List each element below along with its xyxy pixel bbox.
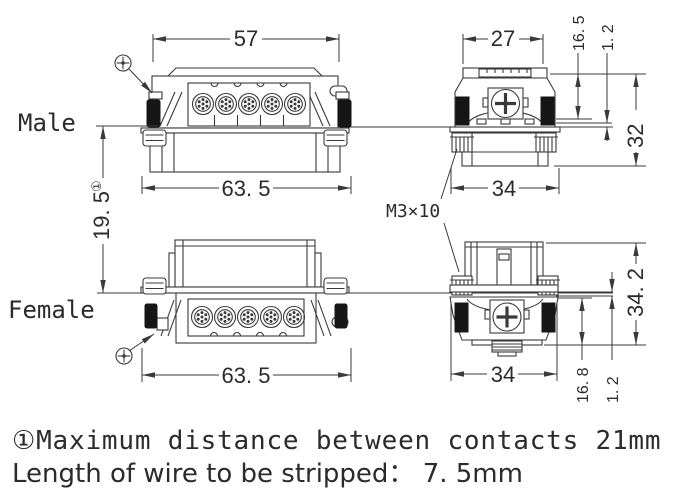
dim-label-34-female: 34 — [491, 362, 515, 387]
mounting-flange — [140, 286, 350, 294]
female-front-view — [140, 239, 350, 344]
female-contact — [190, 305, 214, 329]
male-contact — [237, 92, 261, 116]
dim-label-34-male: 34 — [492, 176, 516, 201]
dim-label-34-2: 34. 2 — [623, 268, 648, 317]
notes: ①Maximum distance between contacts 21mm … — [12, 426, 661, 489]
fixing-screw — [142, 129, 167, 147]
male-contact — [283, 92, 307, 116]
fixing-screw — [142, 277, 167, 295]
seal-block-right — [337, 99, 352, 128]
ground-symbol-female — [115, 333, 155, 365]
note-strip-length: Length of wire to be stripped： 7. 5mm — [12, 459, 523, 489]
panel-screw — [533, 132, 559, 153]
dim-label-27: 27 — [491, 26, 515, 51]
dim-label-16-5: 16. 5 — [571, 15, 588, 51]
dim-label-63-5-female: 63. 5 — [222, 363, 271, 388]
dim-63-5-male: 63. 5 — [141, 176, 352, 201]
female-view-label: Female — [8, 296, 95, 324]
panel-screw — [449, 132, 475, 153]
male-front-view — [140, 67, 352, 173]
dim-57: 57 — [152, 26, 340, 62]
seal-block-right — [540, 96, 555, 126]
dim-label-16-8: 16. 8 — [575, 367, 592, 403]
male-contact — [260, 92, 284, 116]
male-view-label: Male — [18, 109, 76, 137]
dim-1-2-male: 1. 2 — [600, 24, 617, 141]
seal-block-left — [146, 99, 161, 128]
dim-label-19-5: 19. 5 — [89, 191, 114, 240]
dim-19-5: 19. 5 ① — [86, 125, 158, 293]
thread-callout-label: M3×10 — [386, 201, 440, 222]
dim-34-2: 34. 2 — [623, 243, 648, 345]
note-max-distance: ①Maximum distance between contacts 21mm — [12, 426, 661, 456]
seal-block-right — [541, 302, 556, 333]
dim-label-1-2-female: 1. 2 — [605, 376, 622, 403]
seal-block-left — [455, 96, 470, 126]
dim-note-ref-1: ① — [89, 180, 104, 192]
dim-16-5: 16. 5 — [571, 15, 588, 119]
seal-block-left — [454, 302, 469, 333]
mounting-flange — [449, 284, 559, 293]
dim-63-5-female: 63. 5 — [141, 348, 352, 388]
dim-1-2-female: 1. 2 — [605, 272, 622, 403]
female-contact — [259, 305, 283, 329]
mounting-flange — [449, 126, 561, 133]
female-contact — [282, 305, 306, 329]
dim-label-32: 32 — [623, 124, 648, 148]
dim-label-63-5-male: 63. 5 — [222, 176, 271, 201]
female-contact — [236, 305, 260, 329]
dim-27: 27 — [462, 26, 544, 64]
female-contact — [213, 305, 237, 329]
dim-label-1-2-male: 1. 2 — [600, 24, 617, 51]
female-side-view — [449, 241, 561, 357]
seal-block-right — [334, 303, 348, 329]
fixing-screw — [323, 129, 348, 147]
male-side-view — [449, 67, 561, 167]
male-contact — [214, 92, 238, 116]
thread-callout: M3×10 — [386, 148, 460, 273]
dim-16-8: 16. 8 — [575, 298, 592, 403]
dim-34-female: 34 — [450, 302, 558, 387]
dim-32: 32 — [623, 74, 648, 166]
dim-34-male: 34 — [450, 168, 560, 201]
ground-symbol-male — [114, 54, 153, 94]
male-contact — [191, 92, 215, 116]
seal-block-left — [144, 303, 158, 329]
fixing-screw — [323, 277, 348, 295]
mounting-flange — [140, 127, 350, 134]
dim-label-57: 57 — [234, 26, 258, 51]
